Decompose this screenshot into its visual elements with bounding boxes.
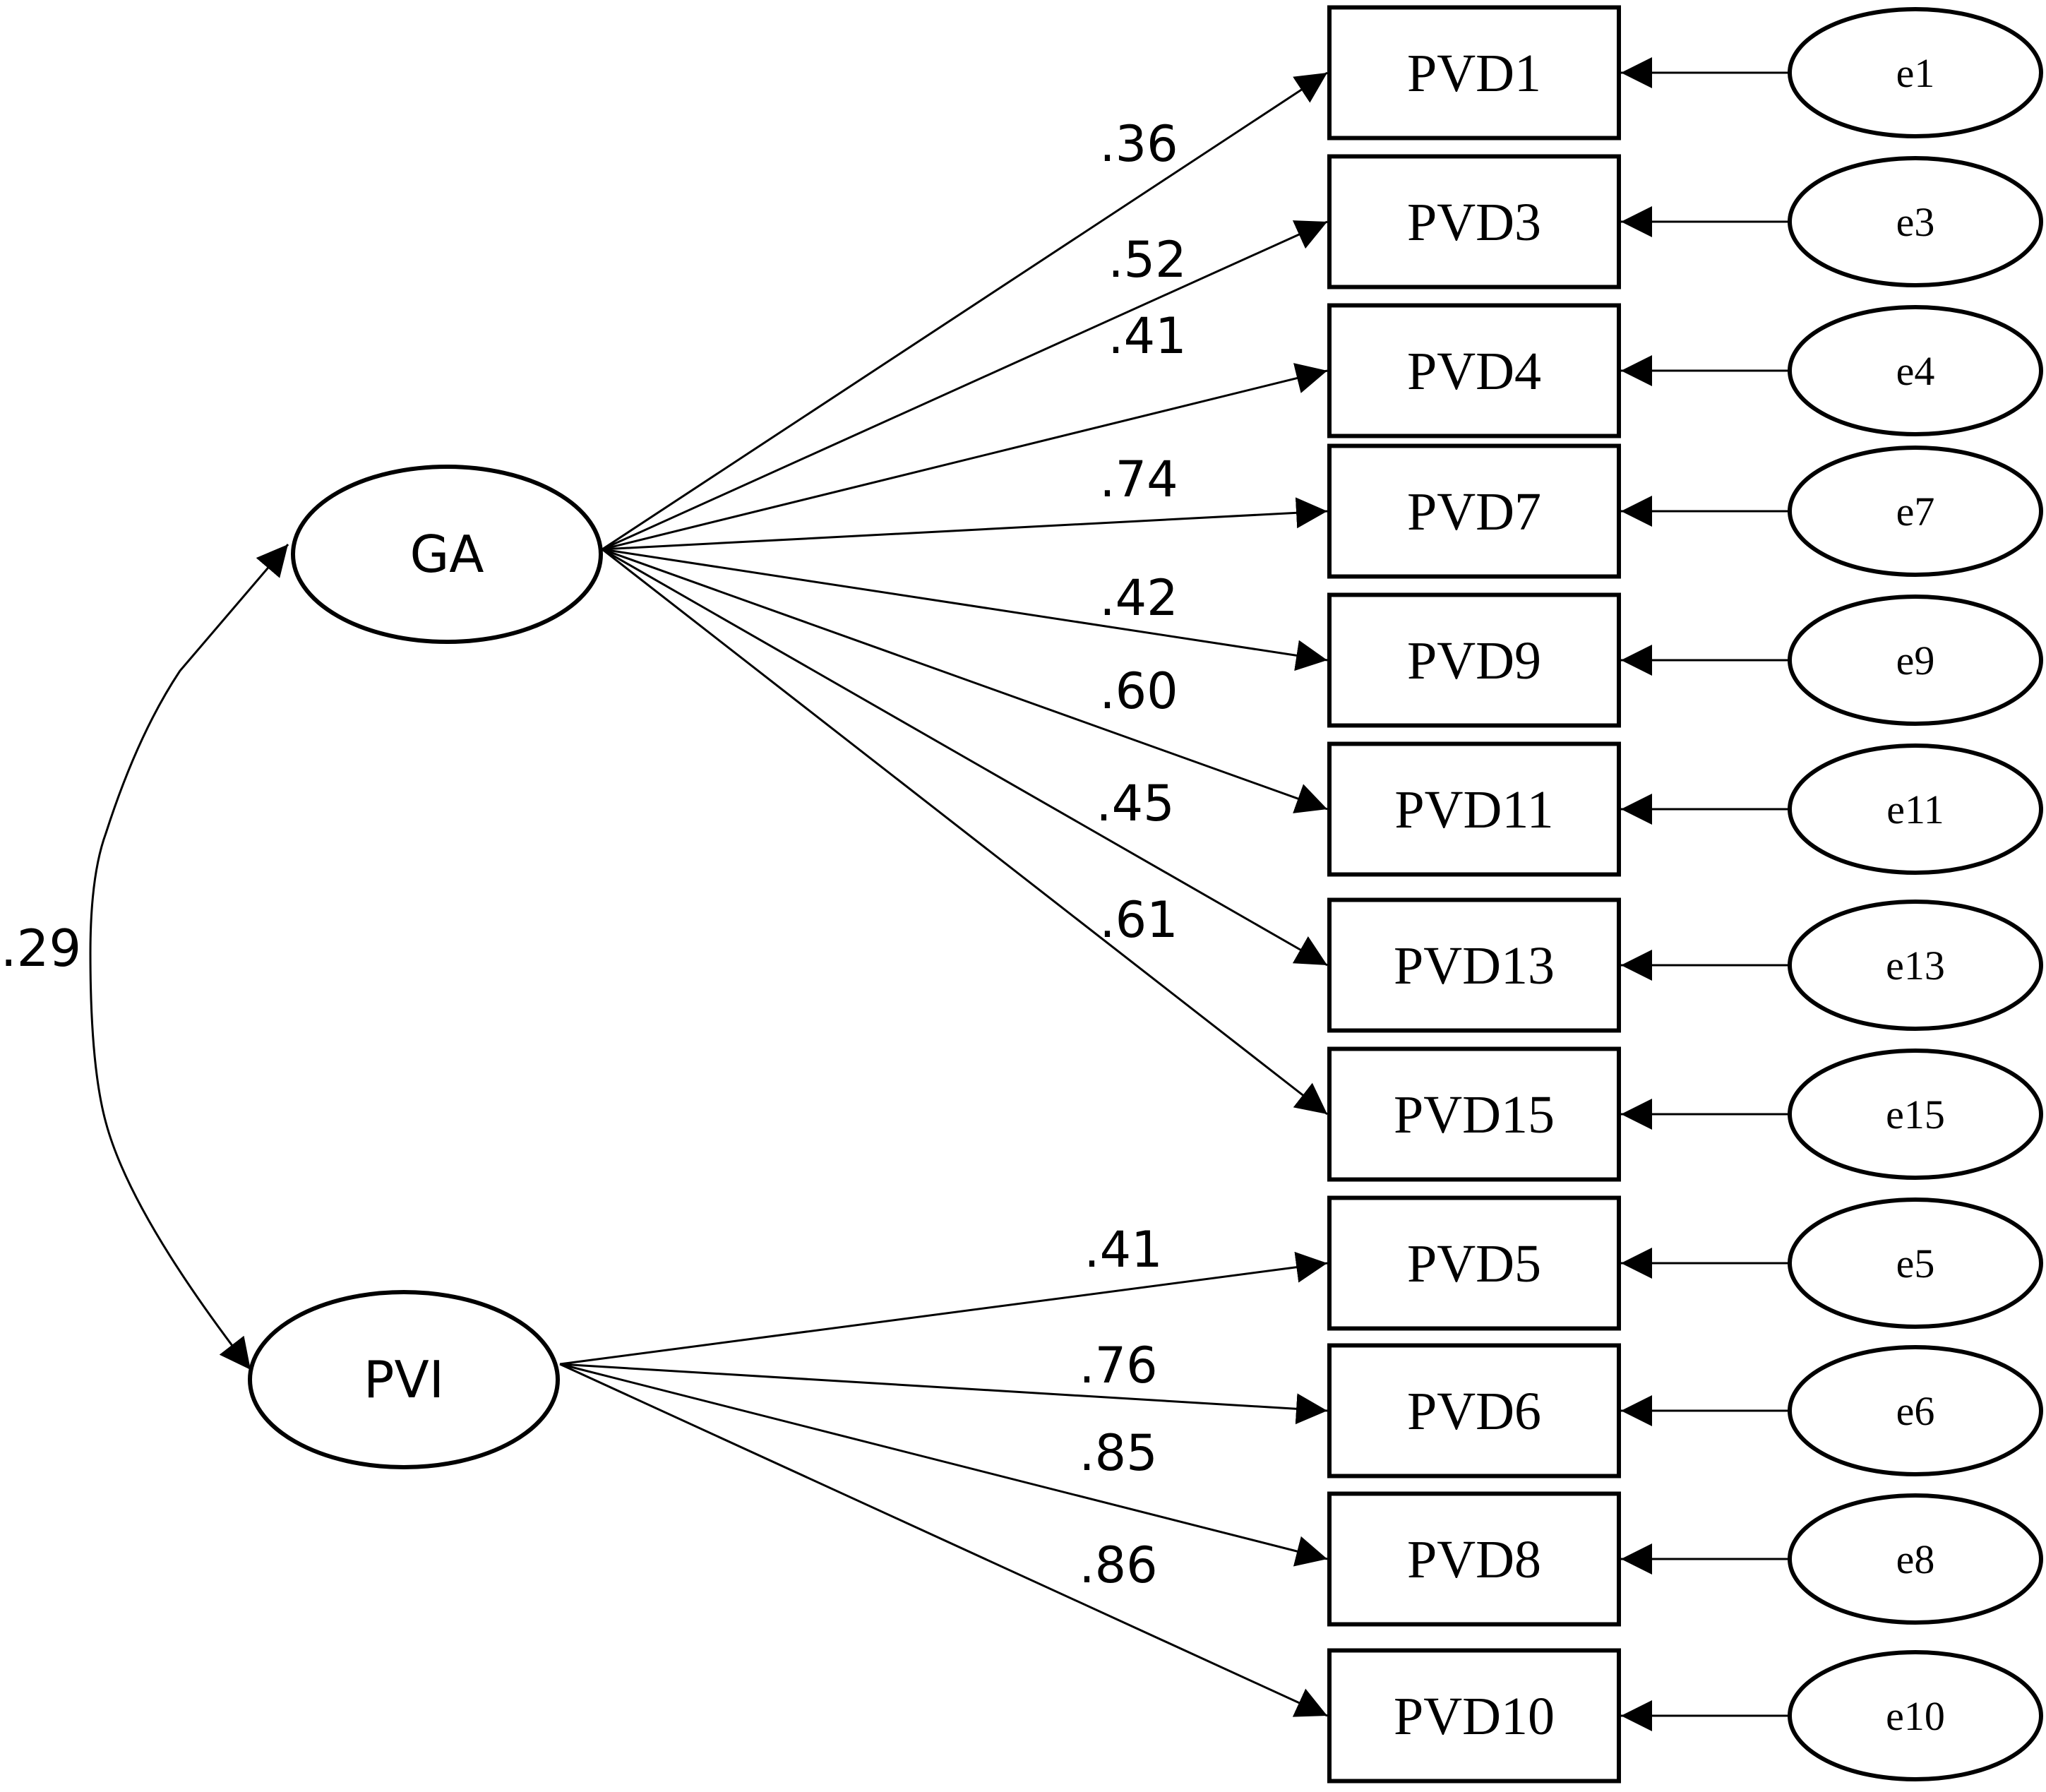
loading-label-pvd1: .36 (1099, 115, 1178, 173)
error-label-e4: e4 (1896, 348, 1935, 394)
loading-arrow-pvd4 (602, 363, 1328, 551)
correlation-arrow (89, 544, 289, 1370)
error-ellipse-e15 (1788, 1049, 2043, 1180)
indicator-label-pvd4: PVD4 (1407, 342, 1541, 401)
indicator-box-pvd1 (1327, 5, 1621, 141)
error-ellipse-e7 (1788, 446, 2043, 577)
indicator-box-pvd9 (1327, 592, 1621, 728)
indicator-box-pvd11 (1327, 741, 1621, 877)
loading-label-pvd4: .41 (1108, 307, 1186, 365)
indicator-box-pvd10 (1327, 1648, 1621, 1784)
loading-label-pvd8: .85 (1079, 1424, 1157, 1482)
indicator-label-pvd3: PVD3 (1407, 193, 1541, 252)
error-ellipse-e11 (1788, 743, 2043, 875)
indicator-box-pvd4 (1327, 303, 1621, 438)
indicator-label-pvd5: PVD5 (1407, 1234, 1541, 1294)
loading-arrow-pvd6 (559, 1363, 1328, 1425)
error-ellipse-e1 (1788, 7, 2043, 138)
indicator-label-pvd9: PVD9 (1407, 631, 1541, 691)
indicator-box-pvd15 (1327, 1046, 1621, 1182)
error-ellipse-e5 (1788, 1197, 2043, 1329)
loading-label-pvd6: .76 (1079, 1337, 1157, 1394)
loading-label-pvd5: .41 (1084, 1221, 1162, 1279)
latent-ga-ellipse (291, 465, 603, 644)
loading-label-pvd13: .45 (1096, 775, 1174, 832)
loading-arrow-pvd15 (602, 548, 1328, 1116)
error-label-e5: e5 (1896, 1241, 1935, 1286)
indicator-box-pvd8 (1327, 1491, 1621, 1627)
loading-label-pvd9: .42 (1099, 569, 1178, 627)
error-ellipse-e9 (1788, 595, 2043, 726)
error-ellipse-e6 (1788, 1345, 2043, 1476)
loading-arrow-pvd7 (602, 497, 1328, 551)
error-label-e15: e15 (1886, 1092, 1945, 1137)
indicator-label-pvd1: PVD1 (1407, 44, 1541, 103)
error-label-e1: e1 (1896, 50, 1935, 96)
loading-arrow-pvd10 (559, 1363, 1328, 1717)
indicator-box-pvd5 (1327, 1195, 1621, 1331)
error-label-e13: e13 (1886, 943, 1945, 988)
indicator-label-pvd6: PVD6 (1407, 1382, 1541, 1441)
indicator-label-pvd13: PVD13 (1394, 936, 1555, 996)
indicator-box-pvd3 (1327, 154, 1621, 289)
loading-arrow-pvd11 (602, 548, 1328, 813)
correlation-label: .29 (1, 919, 82, 978)
error-ellipse-e10 (1788, 1650, 2043, 1781)
loading-label-pvd15: .61 (1099, 891, 1178, 949)
error-ellipse-e4 (1788, 305, 2043, 436)
error-label-e10: e10 (1886, 1693, 1945, 1739)
error-label-e3: e3 (1896, 199, 1935, 245)
error-label-e11: e11 (1886, 787, 1944, 832)
loading-label-pvd7: .74 (1099, 450, 1178, 508)
loading-label-pvd10: .86 (1079, 1536, 1157, 1594)
indicator-label-pvd7: PVD7 (1407, 482, 1541, 542)
indicator-label-pvd10: PVD10 (1394, 1687, 1555, 1746)
loading-arrow-pvd13 (602, 548, 1328, 967)
indicator-label-pvd11: PVD11 (1394, 780, 1553, 840)
loading-label-pvd3: .52 (1108, 231, 1186, 289)
loading-arrow-pvd1 (602, 71, 1328, 551)
error-label-e6: e6 (1896, 1388, 1935, 1434)
loading-arrow-pvd5 (559, 1251, 1328, 1366)
error-ellipse-e13 (1788, 900, 2043, 1031)
loading-arrow-pvd8 (559, 1363, 1328, 1567)
indicator-box-pvd6 (1327, 1343, 1621, 1479)
error-ellipse-e8 (1788, 1493, 2043, 1625)
indicator-label-pvd8: PVD8 (1407, 1530, 1541, 1589)
loading-arrow-pvd3 (602, 220, 1328, 551)
latent-ga-label: GA (409, 525, 484, 584)
loading-arrow-pvd9 (602, 548, 1328, 671)
latent-pvi-ellipse (248, 1290, 560, 1469)
error-label-e9: e9 (1896, 638, 1935, 683)
loading-label-pvd11: .60 (1099, 662, 1178, 720)
error-ellipse-e3 (1788, 156, 2043, 287)
error-label-e8: e8 (1896, 1536, 1935, 1582)
indicator-box-pvd13 (1327, 897, 1621, 1033)
indicator-label-pvd15: PVD15 (1394, 1085, 1555, 1145)
latent-pvi-label: PVI (364, 1350, 444, 1409)
indicator-box-pvd7 (1327, 443, 1621, 579)
error-label-e7: e7 (1896, 489, 1935, 534)
